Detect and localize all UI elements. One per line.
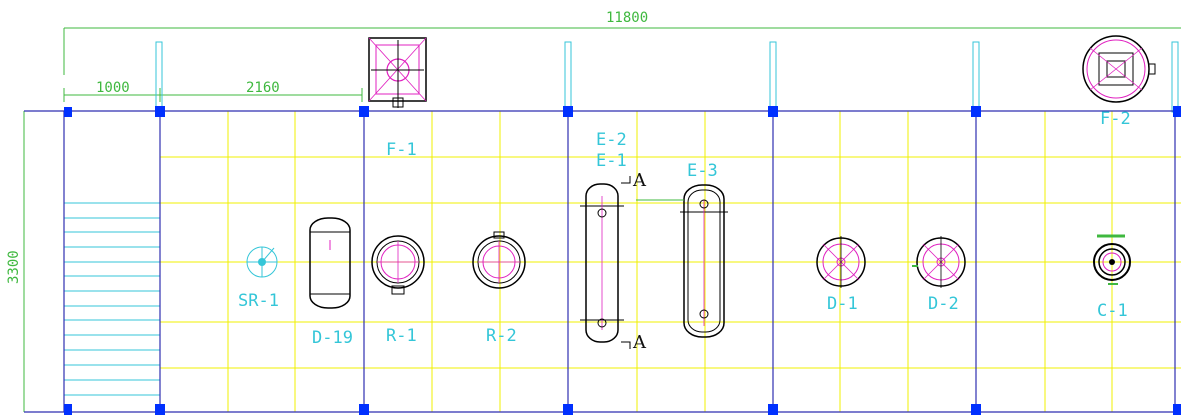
equipment-d2[interactable] (912, 236, 966, 288)
stair (64, 202, 160, 396)
equipment-sr1[interactable] (246, 246, 278, 278)
section-line (621, 176, 631, 349)
dim-seg-1: 1000 (96, 80, 130, 96)
equipment-e3[interactable] (680, 184, 728, 338)
equipment-c1[interactable] (1093, 234, 1131, 285)
label-r1: R-1 (386, 326, 417, 346)
label-d1: D-1 (827, 294, 858, 314)
label-f2: F-2 (1100, 109, 1131, 129)
label-r2: R-2 (486, 326, 517, 346)
equipment-f2[interactable] (1082, 35, 1156, 103)
label-e2: E-2 (596, 130, 627, 150)
label-f1: F-1 (386, 140, 417, 160)
dimension-lines (23, 27, 1181, 413)
label-d2: D-2 (928, 294, 959, 314)
section-mark-bottom: A (632, 332, 647, 353)
column-markers (64, 106, 1181, 415)
beam-grid (160, 111, 1181, 412)
label-e1: E-1 (596, 151, 627, 171)
label-d19: D-19 (312, 328, 353, 348)
equipment-e1-e2[interactable] (580, 183, 624, 343)
dim-total-width: 11800 (606, 10, 648, 26)
label-sr1: SR-1 (238, 291, 279, 311)
label-e3: E-3 (687, 161, 718, 181)
equipment-d19[interactable] (309, 217, 351, 309)
column-grid (24, 110, 1181, 413)
equipment-r1[interactable] (371, 235, 425, 295)
dim-height: 3300 (6, 250, 22, 284)
column-extensions (155, 41, 1179, 113)
dim-seg-2: 2160 (246, 80, 280, 96)
equipment-f1[interactable] (368, 37, 427, 108)
label-c1: C-1 (1097, 301, 1128, 321)
equipment-r2[interactable] (472, 231, 526, 289)
equipment-d1[interactable] (816, 236, 866, 288)
section-mark-top: A (632, 170, 647, 191)
